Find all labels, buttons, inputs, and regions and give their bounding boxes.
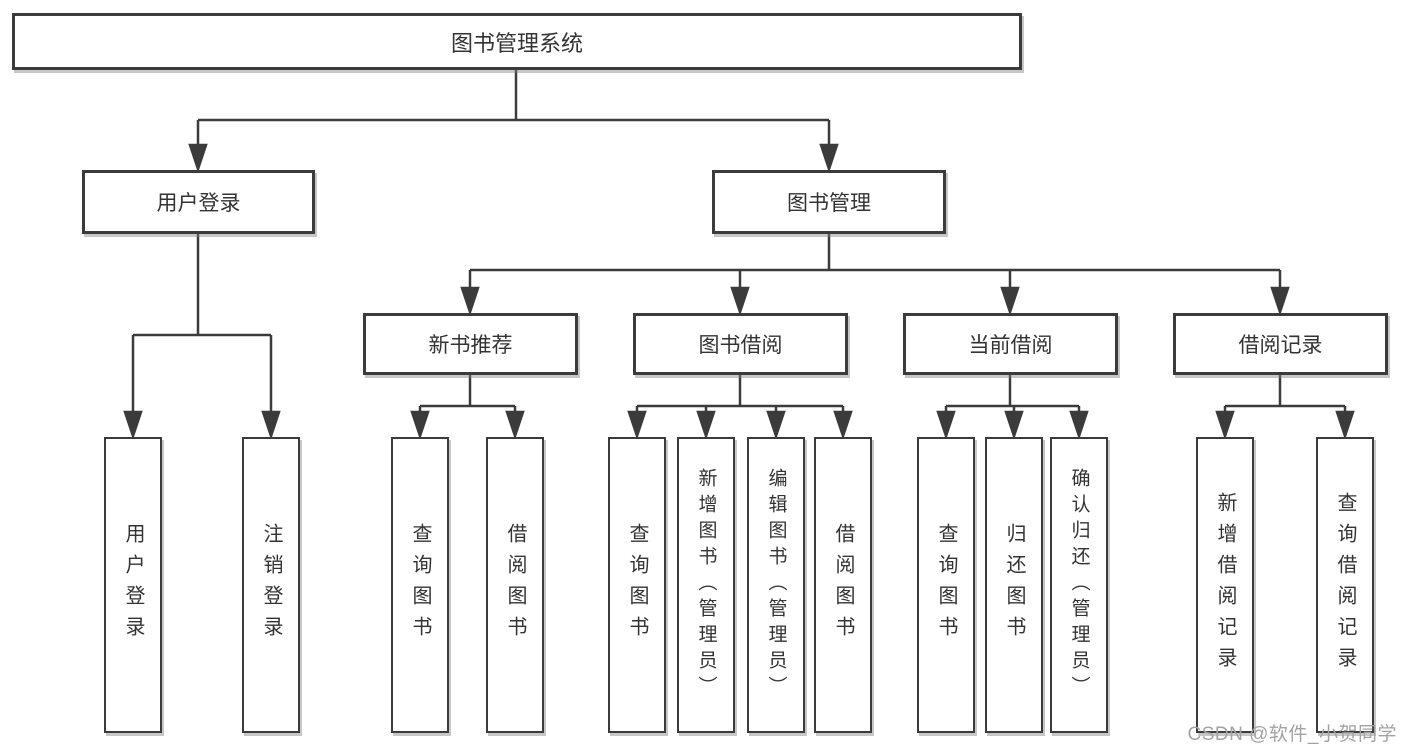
leaf-query-books-borrowing: 查询图书 <box>608 437 666 733</box>
node-label: 归还图书 <box>1003 523 1025 647</box>
connector-borrowing-records-children <box>1215 375 1355 440</box>
node-label: 当前借阅 <box>968 334 1053 357</box>
arrowhead <box>696 410 716 440</box>
leaf-borrow-books-borrowing: 借阅图书 <box>814 437 872 733</box>
node-new-book-recommend: 新书推荐 <box>363 313 578 375</box>
node-label: 查询图书 <box>935 523 957 647</box>
node-label: 用户登录 <box>156 192 241 215</box>
leaf-query-borrow-record: 查询借阅记录 <box>1316 437 1374 733</box>
node-label: 新增借阅记录 <box>1214 492 1236 678</box>
leaf-logout: 注销登录 <box>242 437 300 733</box>
leaf-query-books-current: 查询图书 <box>917 437 975 733</box>
arrowhead <box>1069 410 1089 440</box>
arrowhead <box>819 143 839 173</box>
connector-current-borrowing-children <box>936 375 1089 440</box>
leaf-borrow-books-recommend: 借阅图书 <box>486 437 544 733</box>
leaf-query-books-recommend: 查询图书 <box>391 437 449 733</box>
node-label: 用户登录 <box>122 523 144 647</box>
node-label: 借阅记录 <box>1238 334 1323 357</box>
csdn-watermark: CSDN @软件_小贺同学 <box>1187 724 1397 745</box>
connector-book-borrowing-children <box>627 375 853 440</box>
node-label: 查询借阅记录 <box>1334 492 1356 678</box>
node-label: 确认归还（管理员） <box>1068 468 1090 702</box>
node-root-system: 图书管理系统 <box>12 13 1022 70</box>
connector-book-management-children <box>460 234 1290 316</box>
arrowhead <box>627 410 647 440</box>
node-label: 图书管理系统 <box>450 30 583 56</box>
arrowhead <box>1335 410 1355 440</box>
node-borrowing-records: 借阅记录 <box>1173 313 1388 375</box>
node-label: 借阅图书 <box>832 523 854 647</box>
node-label: 查询图书 <box>626 523 648 647</box>
connector-user-login-children <box>123 234 281 440</box>
node-label: 新增图书（管理员） <box>695 468 717 702</box>
connector-new-book-children <box>410 375 525 440</box>
leaf-edit-book-admin: 编辑图书（管理员） <box>747 437 805 733</box>
node-user-login: 用户登录 <box>82 170 315 234</box>
arrowhead <box>1270 286 1290 316</box>
leaf-return-books: 归还图书 <box>985 437 1043 733</box>
arrowhead <box>936 410 956 440</box>
arrowhead <box>261 410 281 440</box>
node-label: 编辑图书（管理员） <box>765 468 787 702</box>
node-current-borrowing: 当前借阅 <box>903 313 1118 375</box>
arrowhead <box>123 410 143 440</box>
leaf-user-login: 用户登录 <box>104 437 162 733</box>
arrowhead <box>1215 410 1235 440</box>
arrowhead <box>1000 286 1020 316</box>
node-label: 借阅图书 <box>504 523 526 647</box>
leaf-add-borrow-record: 新增借阅记录 <box>1196 437 1254 733</box>
arrowhead <box>188 143 208 173</box>
leaf-add-book-admin: 新增图书（管理员） <box>677 437 735 733</box>
leaf-confirm-return-admin: 确认归还（管理员） <box>1050 437 1108 733</box>
node-label: 注销登录 <box>260 523 282 647</box>
arrowhead <box>730 286 750 316</box>
arrowhead <box>505 410 525 440</box>
node-label: 图书管理 <box>787 192 871 215</box>
arrowhead <box>833 410 853 440</box>
arrowhead <box>1004 410 1024 440</box>
node-book-management: 图书管理 <box>712 170 946 234</box>
node-label: 图书借阅 <box>698 334 783 357</box>
arrowhead <box>766 410 786 440</box>
arrowhead <box>410 410 430 440</box>
node-label: 新书推荐 <box>428 334 513 357</box>
connector-root-to-level1 <box>188 70 839 173</box>
node-label: 查询图书 <box>409 523 431 647</box>
arrowhead <box>460 286 480 316</box>
node-book-borrowing: 图书借阅 <box>633 313 848 375</box>
